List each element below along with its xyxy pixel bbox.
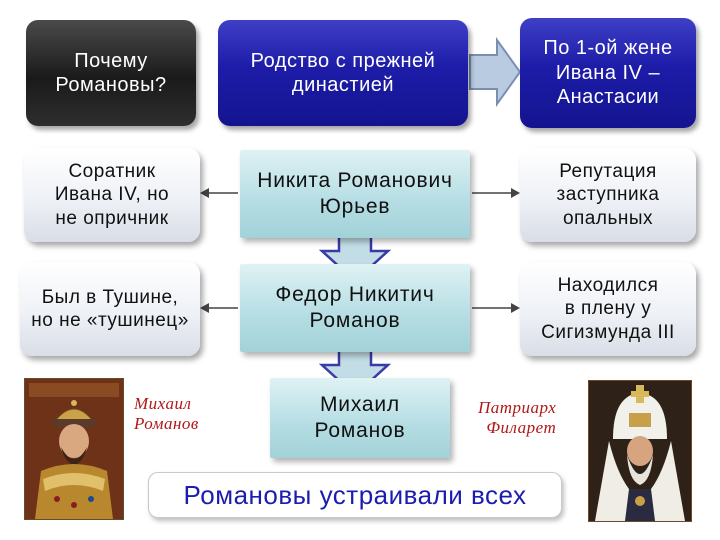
reputation-box: Репутация заступника опальных xyxy=(520,148,696,242)
arrow-nikita-to-associate-head xyxy=(200,188,209,198)
first-wife-box: По 1-ой жене Ивана IV – Анастасии xyxy=(520,18,696,128)
mikhail-box: Михаил Романов xyxy=(270,378,450,458)
captivity-box: Находился в плену у Сигизмунда III xyxy=(520,262,696,356)
filaret-caption: Патриарх Филарет xyxy=(478,398,557,438)
mikhail-romanov-portrait xyxy=(24,378,124,520)
kinship-box: Родство с прежней династией xyxy=(218,20,468,126)
arrow-fedor-to-tushino-head xyxy=(200,303,209,313)
arrow-fedor-to-captivity-head xyxy=(511,303,520,313)
associate-box: Соратник Ивана IV, но не опричник xyxy=(24,148,200,242)
nikita-box: Никита Романович Юрьев xyxy=(240,150,470,238)
filaret-portrait xyxy=(588,380,692,522)
mikhail-romanov-caption: Михаил Романов xyxy=(134,394,199,434)
tsar-portrait-image xyxy=(25,379,123,519)
arrow-nikita-to-reputation-head xyxy=(511,188,520,198)
arrow-kinship-to-first-wife xyxy=(469,36,522,108)
question-box: Почему Романовы? xyxy=(26,20,196,126)
summary-banner: Романовы устраивали всех xyxy=(148,472,562,518)
tushino-box: Был в Тушине, но не «тушинец» xyxy=(20,262,200,356)
patriarch-portrait-image xyxy=(589,381,691,521)
fedor-box: Федор Никитич Романов xyxy=(240,264,470,352)
